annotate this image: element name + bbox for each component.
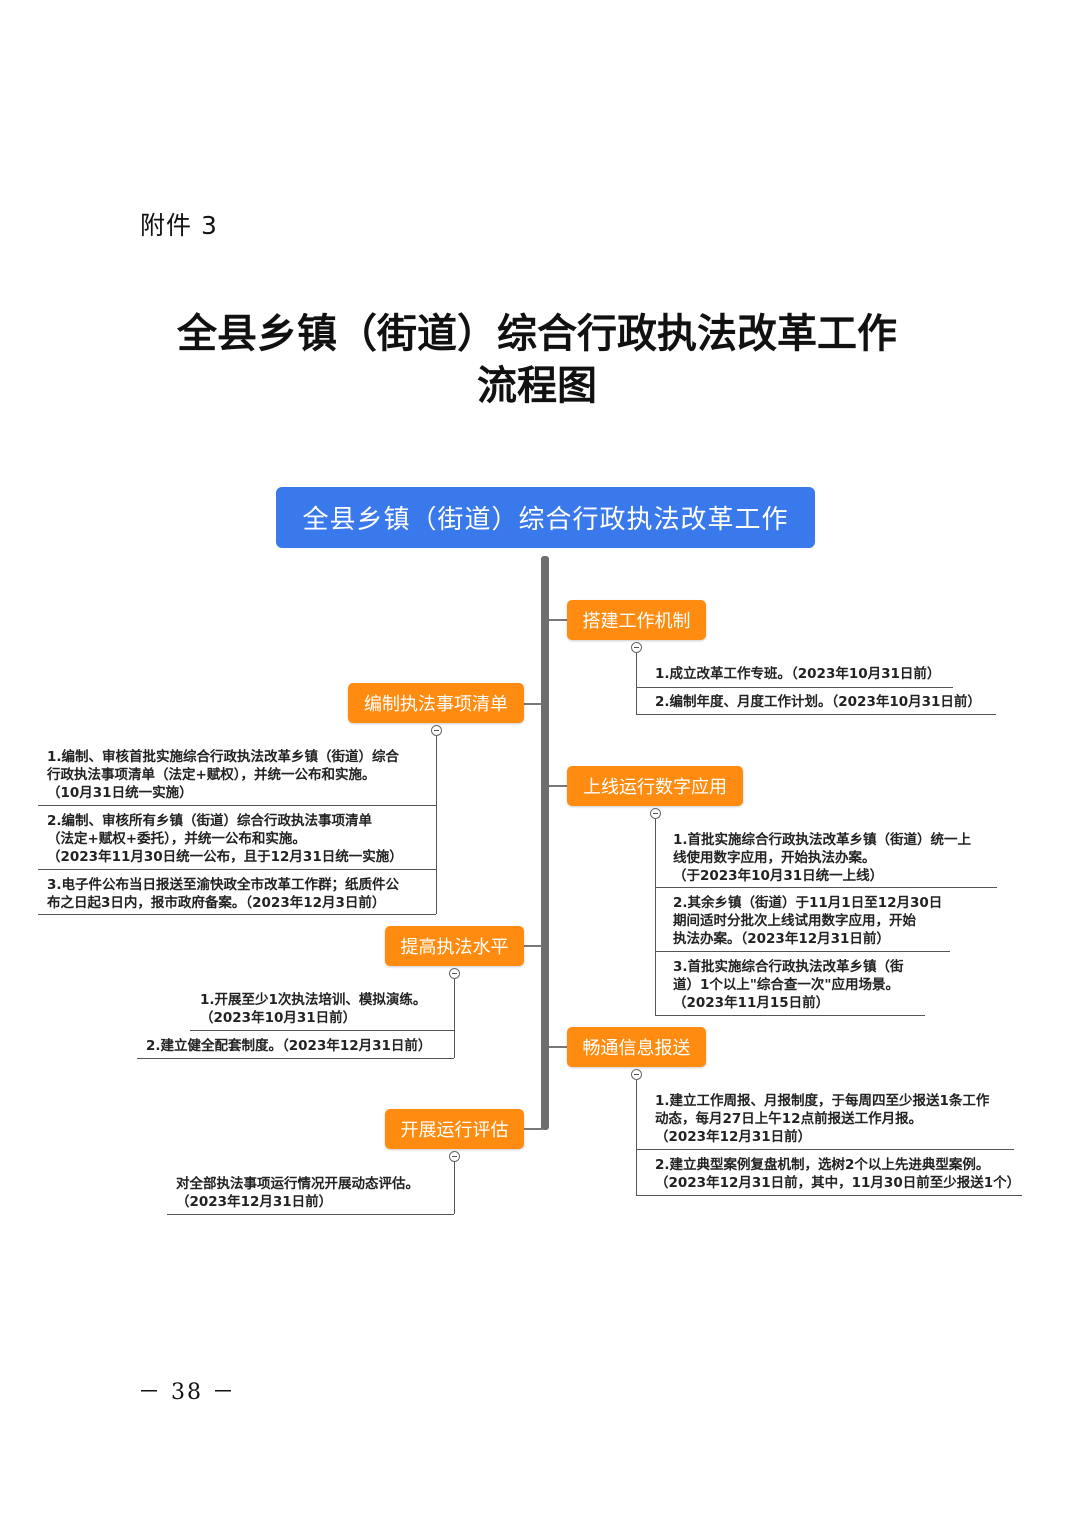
leaf-underline-b2-2 (38, 869, 436, 870)
leaf-underline-b4-2 (137, 1058, 454, 1059)
leaf-underline-b1-1 (636, 687, 953, 688)
leaf-underline-b6-1 (167, 1214, 454, 1215)
branch-line-b1 (636, 653, 637, 714)
collapse-toggle-b4[interactable] (449, 968, 460, 979)
attachment-label: 附件 3 (140, 211, 218, 240)
connector-b2 (524, 703, 542, 705)
branch-node-b3: 上线运行数字应用 (567, 766, 743, 806)
branch-node-b6: 开展运行评估 (385, 1109, 524, 1149)
branch-node-b5: 畅通信息报送 (567, 1027, 706, 1067)
leaf-underline-b5-2 (636, 1195, 1022, 1196)
collapse-toggle-b5[interactable] (631, 1069, 642, 1080)
leaf-underline-b3-1 (655, 887, 997, 888)
collapse-toggle-b1[interactable] (631, 642, 642, 653)
connector-b6 (524, 1128, 542, 1130)
leaf-underline-b1-2 (636, 714, 996, 715)
leaf-underline-b3-2 (655, 951, 950, 952)
collapse-toggle-b2[interactable] (431, 725, 442, 736)
collapse-toggle-b3[interactable] (650, 808, 661, 819)
page-title: 全县乡镇（街道）综合行政执法改革工作 流程图 (0, 308, 1074, 412)
leaf-underline-b2-3 (38, 914, 436, 915)
leaf-underline-b2-1 (38, 805, 436, 806)
page-title-line-1: 全县乡镇（街道）综合行政执法改革工作 (177, 310, 897, 357)
leaf-b2-3: 3.电子件公布当日报送至渝快政全市改革工作群；纸质件公布之日起3日内，报市政府备… (47, 877, 400, 911)
branch-line-b6 (454, 1162, 455, 1214)
connector-b3 (549, 785, 567, 787)
leaf-b1-2: 2.编制年度、月度工作计划。（2023年10月31日前） (655, 694, 981, 710)
leaf-underline-b4-1 (190, 1030, 454, 1031)
leaf-b5-2: 2.建立典型案例复盘机制，选树2个以上先进典型案例。（2023年12月31日前，… (655, 1157, 1021, 1191)
leaf-b3-1: 1.首批实施综合行政执法改革乡镇（街道）统一上线使用数字应用，开始执法办案。（于… (673, 832, 972, 884)
leaf-b1-1: 1.成立改革工作专班。（2023年10月31日前） (655, 666, 941, 682)
leaf-b4-2: 2.建立健全配套制度。（2023年12月31日前） (146, 1038, 432, 1054)
leaf-b3-2: 2.其余乡镇（街道）于11月1日至12月30日期间适时分批次上线试用数字应用，开… (673, 895, 943, 947)
connector-b1 (549, 619, 567, 621)
leaf-b2-2: 2.编制、审核所有乡镇（街道）综合行政执法事项清单（法定+赋权+委托），并统一公… (47, 813, 403, 865)
branch-line-b2 (436, 736, 437, 914)
branch-node-b1: 搭建工作机制 (567, 600, 706, 640)
branch-line-b3 (655, 819, 656, 1015)
branch-line-b5 (636, 1080, 637, 1195)
leaf-underline-b5-1 (636, 1149, 1014, 1150)
branch-node-b2: 编制执法事项清单 (348, 683, 524, 723)
page-number: － 38 － (138, 1380, 236, 1405)
leaf-b2-1: 1.编制、审核首批实施综合行政执法改革乡镇（街道）综合行政执法事项清单（法定+赋… (47, 749, 400, 801)
leaf-b3-3: 3.首批实施综合行政执法改革乡镇（街道）1个以上"综合查一次"应用场景。（202… (673, 959, 904, 1011)
leaf-b4-1: 1.开展至少1次执法培训、模拟演练。（2023年10月31日前） (200, 992, 427, 1026)
page-title-line-2: 流程图 (477, 362, 597, 409)
leaf-underline-b3-3 (655, 1015, 925, 1016)
collapse-toggle-b6[interactable] (449, 1151, 460, 1162)
leaf-b6-1: 对全部执法事项运行情况开展动态评估。（2023年12月31日前） (176, 1176, 419, 1210)
trunk-line (541, 556, 549, 1130)
leaf-b5-1: 1.建立工作周报、月报制度，于每周四至少报送1条工作动态，每月27日上午12点前… (655, 1093, 990, 1145)
branch-node-b4: 提高执法水平 (385, 926, 524, 966)
root-node: 全县乡镇（街道）综合行政执法改革工作 (276, 487, 815, 548)
branch-line-b4 (454, 979, 455, 1058)
connector-b4 (524, 945, 542, 947)
connector-b5 (549, 1046, 567, 1048)
